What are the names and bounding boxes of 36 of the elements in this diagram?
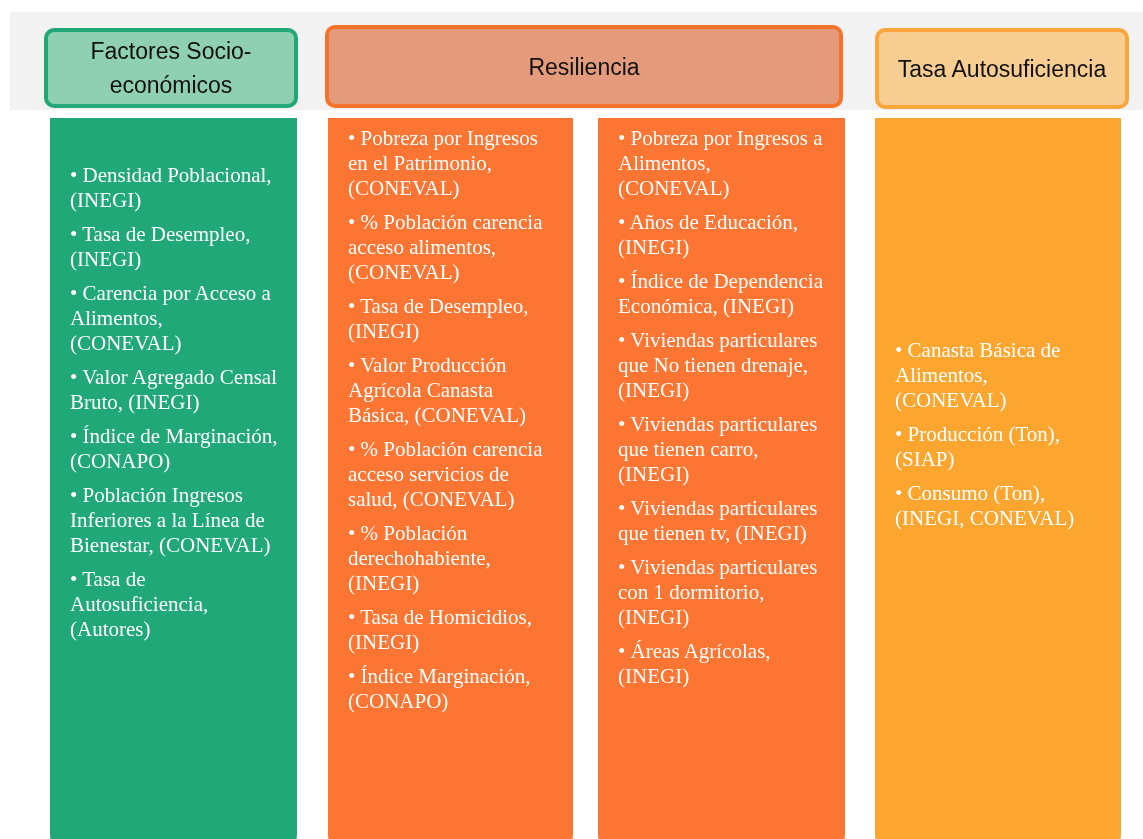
list-item: • Viviendas particulares que tienen carro, (INEGI): [618, 412, 819, 487]
list-item: • Viviendas particulares que No tienen drenaje, (INEGI): [618, 328, 819, 403]
column-panel: [875, 118, 1121, 839]
header-box: [325, 25, 843, 108]
column-panel: [50, 118, 297, 839]
list-item: • % Población carencia acceso servicios de salud, (CONEVAL): [348, 437, 544, 512]
header-title: Tasa Autosuficiencia: [897, 54, 1107, 84]
list-item: • Años de Educación, (INEGI): [618, 210, 799, 260]
list-item: • Tasa de Desempleo, (INEGI): [348, 294, 530, 344]
header-box: [44, 28, 298, 108]
list-item: • Viviendas particulares con 1 dormitorio, (INEGI): [618, 555, 819, 630]
list-item: • Índice de Marginación, (CONAPO): [70, 424, 279, 474]
list-item: • Pobreza por Ingresos a Alimentos, (CONEVAL): [618, 126, 824, 201]
list-item: • Consumo (Ton), (INEGI, CONEVAL): [895, 481, 1076, 531]
column-panel: [598, 118, 845, 839]
list-item: • Tasa de Autosuficiencia, (Autores): [70, 567, 210, 642]
column-panel: [328, 118, 573, 839]
header-title: Resiliencia: [528, 52, 640, 82]
header-title: Factores Socio-económicos: [89, 37, 253, 100]
list-item: • Índice de Dependencia Económica, (INEGI): [618, 269, 824, 319]
list-item: • Producción (Ton), (SIAP): [895, 422, 1062, 472]
header-box: [875, 28, 1129, 109]
list-item: • Tasa de Homicidios, (INEGI): [348, 605, 533, 655]
list-item: • Índice Marginación, (CONAPO): [348, 664, 532, 714]
list-item: • Pobreza por Ingresos en el Patrimonio, (CONEVAL): [348, 126, 539, 201]
list-item: • Canasta Básica de Alimentos, (CONEVAL): [895, 338, 1062, 413]
list-item: • Carencia por Acceso a Alimentos, (CONEVAL): [70, 281, 272, 356]
list-item: • Áreas Agrícolas, (INEGI): [618, 639, 772, 689]
list-item: • % Población carencia acceso alimentos, (CONEVAL): [348, 210, 544, 285]
list-item: • Población Ingresos Inferiores a la Línea de Bienestar, (CONEVAL): [70, 483, 272, 558]
list-item: • Viviendas particulares que tienen tv, (INEGI): [618, 496, 819, 546]
list-item: • Valor Producción Agrícola Canasta Básica, (CONEVAL): [348, 353, 528, 428]
list-item: • Tasa de Desempleo, (INEGI): [70, 222, 252, 272]
list-item: • % Población derechohabiente, (INEGI): [348, 521, 492, 596]
list-item: • Densidad Poblacional, (INEGI): [70, 163, 273, 213]
list-item: • Valor Agregado Censal Bruto, (INEGI): [70, 365, 278, 415]
